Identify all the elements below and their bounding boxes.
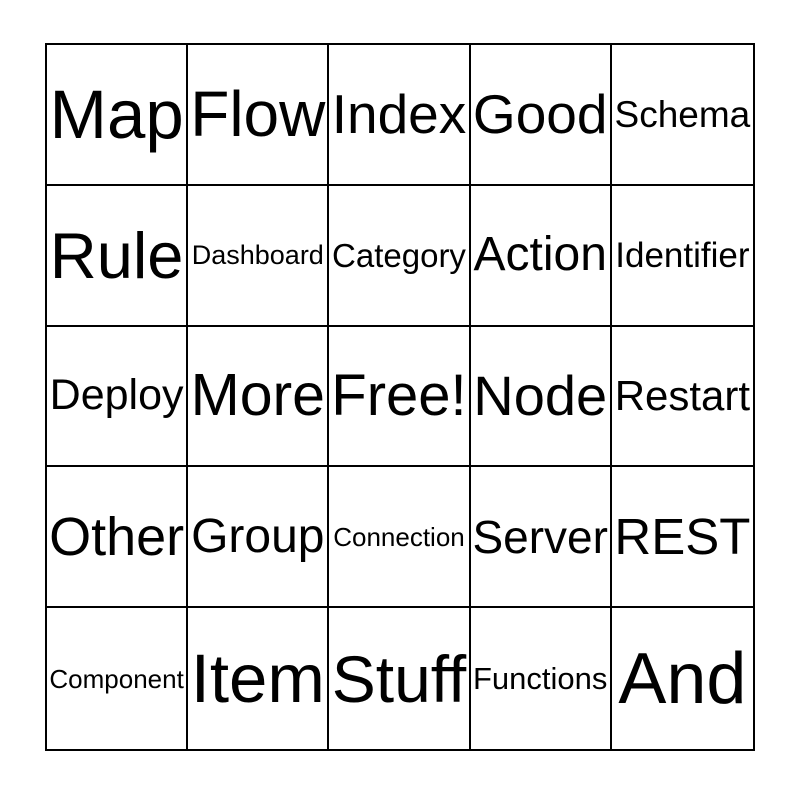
bingo-cell-label: Free!: [331, 362, 467, 428]
bingo-cell-label: Connection: [333, 521, 465, 552]
bingo-cell-label: Server: [472, 510, 608, 563]
bingo-cell-label: Flow: [190, 78, 326, 151]
bingo-cell-r2c4[interactable]: Action: [470, 185, 612, 327]
bingo-cell-label: Restart: [614, 371, 751, 419]
bingo-cell-label: Group: [191, 509, 325, 563]
bingo-cell-r5c4[interactable]: Functions: [470, 608, 612, 749]
bingo-cell-r2c5[interactable]: Identifier: [611, 185, 753, 327]
bingo-cell-label: Functions: [472, 661, 608, 697]
bingo-cell-label: Other: [49, 506, 185, 567]
bingo-cell-r4c4[interactable]: Server: [470, 467, 612, 609]
bingo-cell-label: And: [618, 638, 747, 719]
bingo-cell-label: Schema: [614, 93, 751, 135]
bingo-cell-label: Node: [473, 363, 608, 427]
bingo-cell-r5c2[interactable]: Item: [188, 608, 330, 749]
bingo-cell-label: Item: [190, 640, 325, 718]
bingo-cell-r1c5[interactable]: Schema: [611, 45, 753, 186]
bingo-cell-label: More: [190, 362, 325, 429]
bingo-cell-r5c1[interactable]: Component: [47, 608, 189, 749]
bingo-cell-r3c3[interactable]: Free!: [329, 326, 471, 468]
bingo-cell-label: REST: [614, 508, 751, 566]
bingo-cell-r1c2[interactable]: Flow: [188, 45, 330, 186]
bingo-cell-label: Rule: [49, 218, 184, 292]
bingo-cell-r1c3[interactable]: Index: [329, 45, 471, 186]
bingo-cell-label: Map: [49, 75, 184, 153]
bingo-cell-r3c5[interactable]: Restart: [611, 326, 753, 468]
bingo-cell-r5c3[interactable]: Stuff: [329, 608, 471, 749]
bingo-cell-label: Action: [473, 228, 607, 282]
bingo-cell-label: Identifier: [615, 235, 750, 275]
bingo-cell-r3c1[interactable]: Deploy: [47, 326, 189, 468]
bingo-cell-label: Good: [472, 82, 608, 145]
bingo-cell-r4c3[interactable]: Connection: [329, 467, 471, 609]
bingo-cell-r1c1[interactable]: Map: [47, 45, 189, 186]
bingo-cell-r4c1[interactable]: Other: [47, 467, 189, 609]
bingo-cell-r2c2[interactable]: Dashboard: [188, 185, 330, 327]
bingo-cell-label: Dashboard: [191, 239, 324, 270]
bingo-cell-label: Index: [331, 82, 467, 145]
bingo-cell-r4c5[interactable]: REST: [611, 467, 753, 609]
bingo-cell-r4c2[interactable]: Group: [188, 467, 330, 609]
bingo-cell-label: Deploy: [49, 371, 184, 420]
bingo-cell-label: Category: [332, 236, 466, 274]
bingo-cell-r3c2[interactable]: More: [188, 326, 330, 468]
bingo-cell-label: Component: [49, 663, 184, 694]
bingo-cell-r3c4[interactable]: Node: [470, 326, 612, 468]
bingo-cell-r1c4[interactable]: Good: [470, 45, 612, 186]
bingo-cell-r5c5[interactable]: And: [611, 608, 753, 749]
bingo-cell-label: Stuff: [331, 641, 467, 716]
bingo-cell-r2c3[interactable]: Category: [329, 185, 471, 327]
bingo-cell-r2c1[interactable]: Rule: [47, 185, 189, 327]
